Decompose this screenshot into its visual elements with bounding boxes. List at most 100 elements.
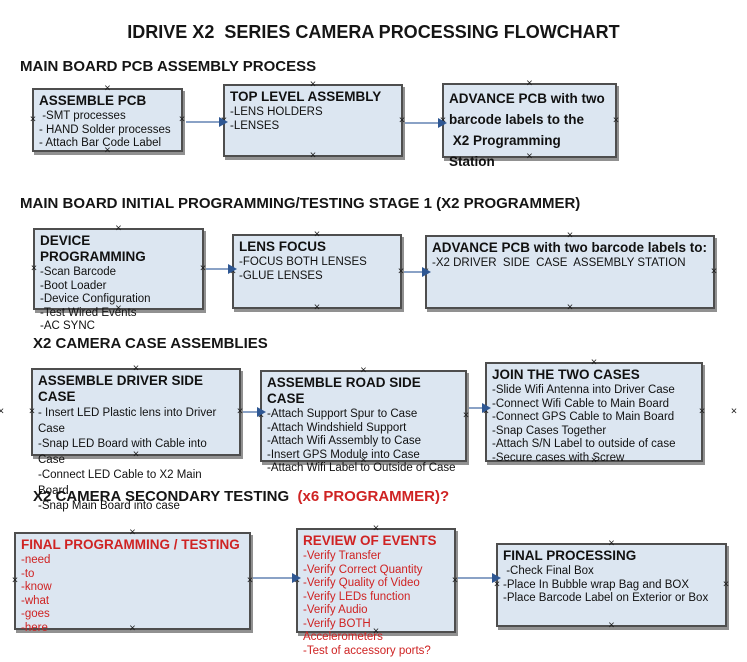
connector-handle: × [30,262,38,275]
flow-box-join-the-two-cases: JOIN THE TWO CASES -Slide Wifi Antenna i… [483,357,706,466]
connector-handle: × [398,114,406,126]
flow-box-assemble-road-side-case: ASSEMBLE ROAD SIDE CASE -Attach Support … [258,365,470,474]
connector-handle: × [730,405,738,418]
box-item: -here [21,621,48,634]
flow-box-assemble-pcb: ASSEMBLE PCB -SMT processes- HAND Solder… [29,83,186,156]
box-item: - Attach Bar Code Label [39,137,162,149]
box-item-list: -need-to-know-what-goes-here [21,554,244,635]
box-item: -Test of accessory ports? [303,644,431,657]
connector-handle: × [608,619,615,632]
box-item: -GLUE LENSES [239,269,323,282]
box-item: -SMT processes [39,110,126,122]
box-item-list: -FOCUS BOTH LENSES-GLUE LENSES [239,256,395,283]
box-item: - HAND Solder processes [39,123,171,136]
box-header: ASSEMBLE DRIVER SIDE CASE [38,373,207,404]
flow-arrow [469,403,491,413]
box-item: -Insert GPS Module into Case [267,448,420,461]
flow-box-assemble-driver-side-case: ASSEMBLE DRIVER SIDE CASE - Insert LED P… [28,363,243,512]
box-item: -Place In Bubble wrap Bag and BOX [503,578,690,591]
box-item: -Verify Correct Quantity [303,563,423,576]
flow-box-device-programming: DEVICE PROGRAMMING -Scan Barcode-Boot Lo… [30,223,206,332]
box-item: -Verify LEDs function [303,590,411,603]
box-item: -Boot Loader [40,279,107,292]
box-item: -Snap Cases Together [492,424,607,437]
box-header: REVIEW OF EVENTS [303,533,437,548]
flow-arrow [458,573,501,583]
box-header: DEVICE PROGRAMMING [40,233,146,264]
connector-handle: × [313,301,321,314]
connector-handle: × [698,405,706,418]
flow-arrow [206,264,237,274]
box-item: -Snap LED Board with Cable into Case [38,438,210,466]
box-item: - Insert LED Plastic lens into Driver Ca… [38,407,220,435]
box-item: -to [21,567,35,580]
section-heading-secondary-testing-black: X2 CAMERA SECONDARY TESTING [33,488,294,505]
flow-box-final-processing: FINAL PROCESSING -Check Final Box-Place … [494,538,730,631]
box-item: -Snap Main Board into case [38,500,180,512]
box-item: -Verify Audio [303,604,368,616]
box-item: -Check Final Box [503,565,594,577]
box-item-list: -X2 DRIVER SIDE CASE ASSEMBLY STATION [432,257,708,271]
box-item: -Attach Wifi Assembly to Case [267,435,422,447]
box-item-list: -SMT processes- HAND Solder processes- A… [39,110,176,151]
box-item: -Secure cases with Screw [492,451,625,464]
box-item: -Verify Quality of Video [303,577,420,589]
box-item: -Connect Wifi Cable to Main Board [492,397,670,410]
flow-box-lens-focus: LENS FOCUS -FOCUS BOTH LENSES-GLUE LENSE… [230,229,404,313]
connector-handle: × [178,113,186,126]
box-item: -AC SYNC [40,320,95,332]
box-item: -Place Barcode Label on Exterior or Box [503,592,709,604]
connector-handle: × [309,149,317,162]
connector-handle: × [462,409,470,422]
box-item: -Verify BOTH Accelerometers [303,617,383,644]
connector-handle: × [28,405,36,418]
box-item: -Test Wired Events [40,306,137,319]
box-item-list: -Scan Barcode-Boot Loader-Device Configu… [40,266,197,334]
flow-arrow [253,573,301,583]
flow-arrow [405,118,447,128]
box-item: -Slide Wifi Antenna into Driver Case [492,384,675,396]
box-item: -LENSES [230,119,280,132]
box-item-list: -LENS HOLDERS-LENSES [230,106,396,133]
section-heading-pcb-assembly: MAIN BOARD PCB ASSEMBLY PROCESS [20,58,317,75]
box-item-list: -Check Final Box-Place In Bubble wrap Ba… [503,565,720,606]
box-item: -Attach Windshield Support [267,421,407,434]
section-heading-initial-programming: MAIN BOARD INITIAL PROGRAMMING/TESTING S… [20,195,581,212]
connector-handle: × [710,265,718,278]
box-item: -need [21,554,51,566]
box-item: -Attach Support Spur to Case [267,408,418,420]
box-header: FINAL PROGRAMMING / TESTING [21,537,240,552]
flow-box-advance-pcb-driver-side-station: ADVANCE PCB with two barcode labels to: … [423,230,718,313]
box-item-list: -Verify Transfer-Verify Correct Quantity… [303,550,449,658]
page-title: IDRIVE X2 SERIES CAMERA PROCESSING FLOWC… [127,22,620,42]
box-item-list: - Insert LED Plastic lens into Driver Ca… [38,406,234,515]
connector-handle: × [11,574,19,587]
box-item: -X2 DRIVER SIDE CASE ASSEMBLY STATION [432,257,686,269]
box-header: TOP LEVEL ASSEMBLY [230,89,382,104]
box-item: -know [21,581,52,593]
section-heading-case-assemblies: X2 CAMERA CASE ASSEMBLIES [33,335,268,352]
box-item: -Scan Barcode [40,266,117,278]
connector-handle: × [0,405,5,418]
box-header: LENS FOCUS [239,239,327,254]
box-item: -LENS HOLDERS [230,106,323,118]
flow-arrow [186,117,228,127]
box-item: barcode labels to the [449,112,585,127]
box-item: -Attach Wifi Label to Outside of Case [267,462,456,474]
box-item: -Verify Transfer [303,550,381,562]
flow-arrow [243,407,266,417]
box-item: -Connect LED Cable to X2 Main Board [38,469,205,497]
connector-handle: × [612,114,620,126]
box-header: FINAL PROCESSING [503,548,637,563]
flow-box-final-programming-testing: FINAL PROGRAMMING / TESTING -need-to-kno… [11,527,253,634]
flow-arrow [404,267,431,277]
connector-handle: × [29,113,37,126]
connector-handle: × [722,578,730,591]
box-item: -Attach S/N Label to outside of case [492,438,676,450]
box-item: -Device Configuration [40,293,151,305]
box-item-list: -Attach Support Spur to Case-Attach Wind… [267,408,460,476]
box-header: ASSEMBLE PCB [39,93,147,108]
